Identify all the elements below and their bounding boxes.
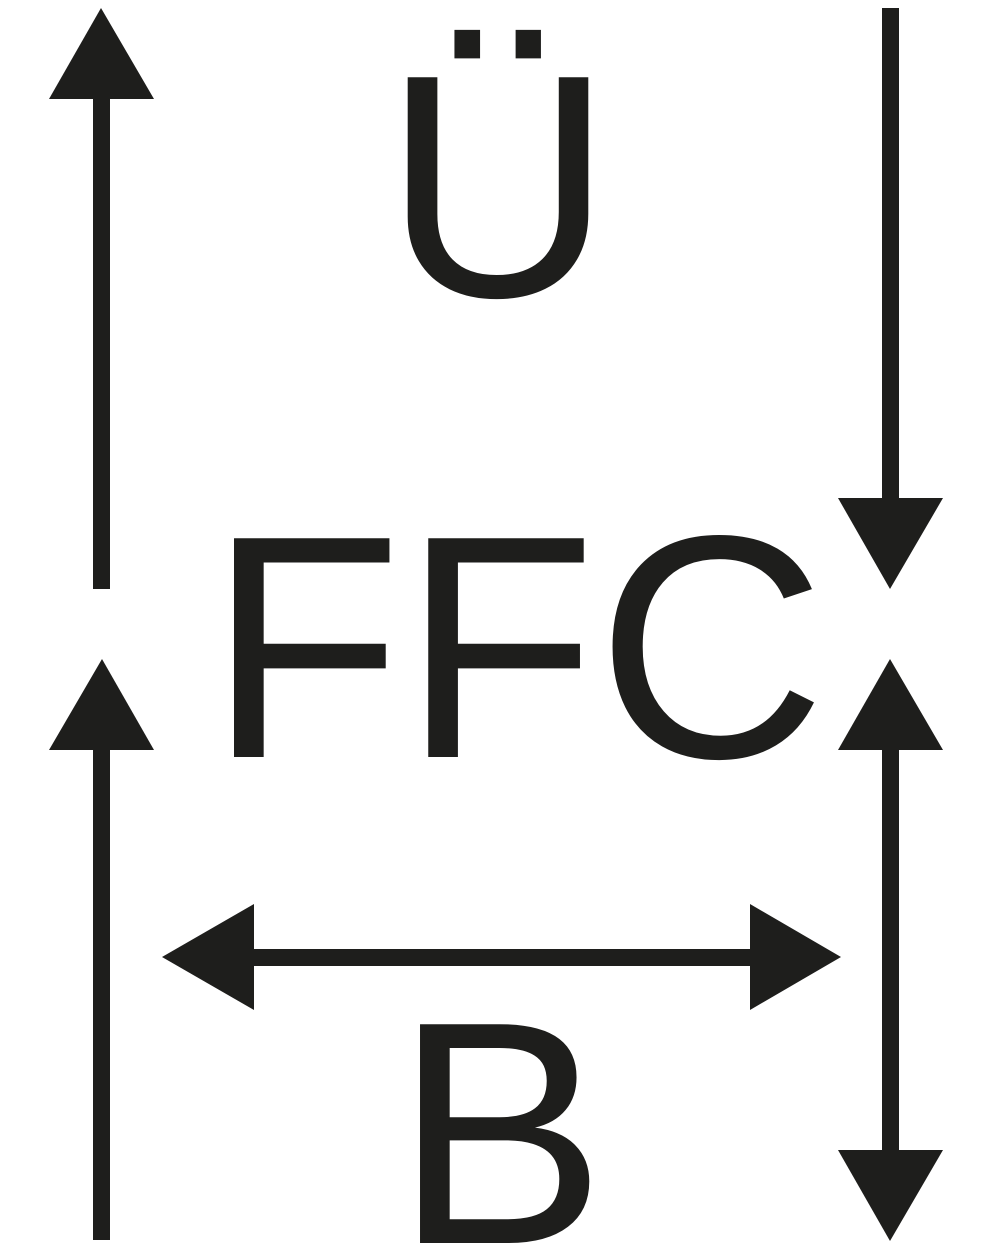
arrow-up-icon-left-upper — [49, 8, 154, 589]
label-overhang: Ü — [383, 9, 613, 364]
double-arrow-horizontal-icon — [162, 904, 841, 1010]
label-width: B — [394, 956, 606, 1250]
double-arrow-vertical-icon-right-lower — [838, 659, 943, 1241]
label-center: FFC — [208, 470, 826, 825]
arrow-down-icon-right-upper — [838, 8, 943, 589]
arrow-up-icon-left-lower — [49, 659, 154, 1240]
